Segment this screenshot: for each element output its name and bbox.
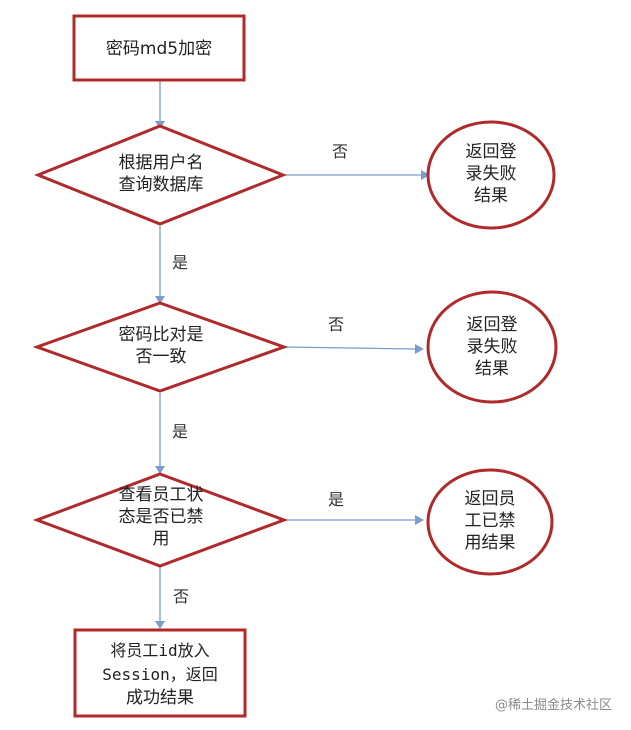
fail2-label-line-1: 返回登 bbox=[467, 315, 518, 335]
node-md5-encrypt: 密码md5加密 bbox=[72, 14, 246, 82]
success-label-line-2: Session，返回 bbox=[102, 665, 217, 684]
arrowhead-query-to-fail1 bbox=[421, 170, 430, 180]
status-label-line-3: 用 bbox=[153, 529, 170, 549]
watermark-text: @稀土掘金技术社区 bbox=[495, 697, 612, 713]
arrowhead-compare-to-fail2 bbox=[415, 344, 424, 354]
query-diamond bbox=[33, 124, 288, 226]
edge-label-compare-status: 是 bbox=[172, 422, 188, 441]
edge-label-query-fail: 否 bbox=[332, 142, 348, 161]
fail1-label-line-3: 结果 bbox=[474, 186, 508, 206]
fail1-circle bbox=[426, 120, 556, 230]
disabled-label-line-3: 用结果 bbox=[465, 533, 516, 553]
arrowhead-status-to-disabled bbox=[415, 515, 424, 525]
success-label-line-1: 将员工id放入 bbox=[110, 641, 209, 660]
success-box bbox=[73, 628, 247, 718]
query-label-line-2: 查询数据库 bbox=[119, 175, 204, 195]
status-label-line-2: 态是否已禁 bbox=[119, 507, 204, 527]
edge-label-status-disabled: 是 bbox=[328, 490, 344, 509]
fail1-label-line-1: 返回登 bbox=[466, 142, 517, 162]
fail1-label-line-2: 录失败 bbox=[466, 164, 517, 184]
disabled-label-line-2: 工已禁 bbox=[465, 511, 516, 531]
node-success: 将员工id放入 Session，返回 成功结果 bbox=[73, 628, 247, 718]
fail2-circle bbox=[426, 290, 558, 404]
edge-label-compare-fail: 否 bbox=[328, 315, 344, 334]
arrowhead-query-to-compare bbox=[155, 296, 165, 304]
arrows bbox=[155, 80, 430, 629]
fail2-label-line-2: 录失败 bbox=[467, 337, 518, 357]
node-check-status: 查看员工状 态是否已禁 用 bbox=[32, 472, 289, 568]
compare-label-line-2: 否一致 bbox=[136, 347, 187, 367]
compare-label-line-1: 密码比对是 bbox=[119, 325, 204, 345]
status-label-line-1: 查看员工状 bbox=[119, 485, 204, 505]
node-password-compare: 密码比对是 否一致 bbox=[32, 301, 289, 393]
edge-label-query-compare: 是 bbox=[172, 253, 188, 272]
arrowhead-status-to-success bbox=[155, 621, 165, 629]
query-label-line-1: 根据用户名 bbox=[119, 153, 204, 173]
disabled-circle bbox=[426, 468, 554, 576]
node-query-db: 根据用户名 查询数据库 bbox=[33, 124, 288, 226]
success-label-line-3: 成功结果 bbox=[126, 688, 194, 708]
md5-label: 密码md5加密 bbox=[106, 39, 212, 59]
node-employee-disabled: 返回员 工已禁 用结果 bbox=[426, 468, 554, 576]
disabled-label-line-1: 返回员 bbox=[465, 489, 516, 509]
edge-label-status-success: 否 bbox=[173, 587, 189, 606]
compare-diamond bbox=[32, 301, 289, 393]
status-diamond bbox=[32, 472, 289, 568]
md5-box bbox=[72, 14, 246, 82]
arrow-compare-to-fail2 bbox=[283, 346, 417, 350]
arrowhead-compare-to-status bbox=[155, 466, 165, 474]
node-login-fail-2: 返回登 录失败 结果 bbox=[426, 290, 558, 404]
node-login-fail-1: 返回登 录失败 结果 bbox=[426, 120, 556, 230]
fail2-label-line-3: 结果 bbox=[475, 359, 509, 379]
